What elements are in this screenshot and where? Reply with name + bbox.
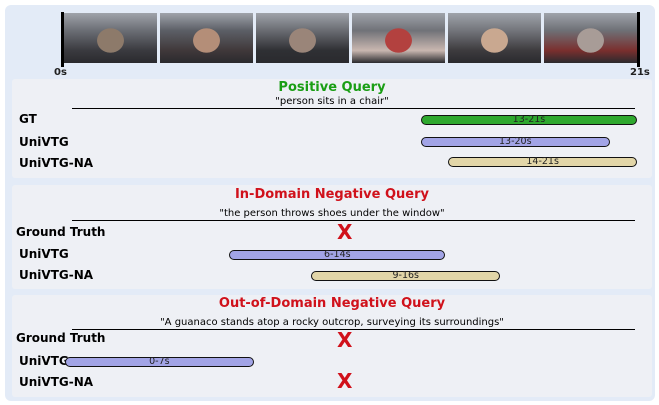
- gt-segment-bar: 13-21s: [420, 114, 637, 125]
- univtg-na-segment-bar: 14-21s: [448, 157, 637, 167]
- positive-query-title: Positive Query: [278, 80, 386, 95]
- univtg-segment-bar: 0-7s: [65, 357, 254, 367]
- segment-label: 0-7s: [149, 356, 170, 367]
- in-domain-negative-query-text: "the person throws shoes under the windo…: [219, 208, 445, 219]
- video-frame-thumbnail: [160, 13, 253, 63]
- no-moment-cross-icon: X: [337, 220, 353, 244]
- segment-label: 14-21s: [526, 156, 559, 167]
- univtg-segment-bar: 13-20s: [420, 136, 610, 147]
- row-label: UniVTG: [19, 135, 69, 149]
- row-label: Ground Truth: [16, 331, 106, 345]
- segment-label: 13-20s: [498, 136, 532, 147]
- in-domain-negative-title: In-Domain Negative Query: [234, 187, 430, 202]
- out-of-domain-negative-query-text: "A guanaco stands atop a rocky outcrop, …: [160, 317, 504, 328]
- row-label: UniVTG: [19, 354, 69, 368]
- out-of-domain-negative-divider: [72, 329, 635, 330]
- positive-query-divider: [72, 108, 635, 109]
- timeline-start-label: 0s: [54, 67, 67, 78]
- video-frame-thumbnail: [256, 13, 349, 63]
- row-label: UniVTG-NA: [19, 156, 94, 170]
- timeline-start-marker: [61, 12, 64, 67]
- video-frame-thumbnail: [64, 13, 157, 63]
- video-frame-thumbnail: [352, 13, 445, 63]
- video-frame-thumbnail: [448, 13, 541, 63]
- no-moment-cross-icon: X: [337, 369, 353, 393]
- in-domain-negative-divider: [72, 220, 635, 221]
- video-frame-thumbnail: [544, 13, 637, 63]
- univtg-segment-bar: 6-14s: [229, 249, 446, 260]
- row-label: Ground Truth: [16, 225, 106, 239]
- segment-label: 13-21s: [512, 114, 546, 125]
- row-label: UniVTG-NA: [19, 375, 94, 389]
- row-label: UniVTG-NA: [19, 268, 94, 282]
- row-label: GT: [19, 112, 37, 126]
- univtg-na-segment-bar: 9-16s: [311, 270, 501, 281]
- row-label: UniVTG: [19, 247, 69, 261]
- no-moment-cross-icon: X: [337, 328, 353, 352]
- out-of-domain-negative-title: Out-of-Domain Negative Query: [218, 296, 446, 311]
- timeline-end-marker: [637, 12, 640, 67]
- positive-query-text: "person sits in a chair": [275, 96, 389, 107]
- timeline-end-label: 21s: [630, 67, 650, 78]
- segment-label: 6-14s: [324, 249, 351, 260]
- segment-label: 9-16s: [392, 270, 419, 281]
- out-of-domain-negative-panel: [12, 295, 652, 397]
